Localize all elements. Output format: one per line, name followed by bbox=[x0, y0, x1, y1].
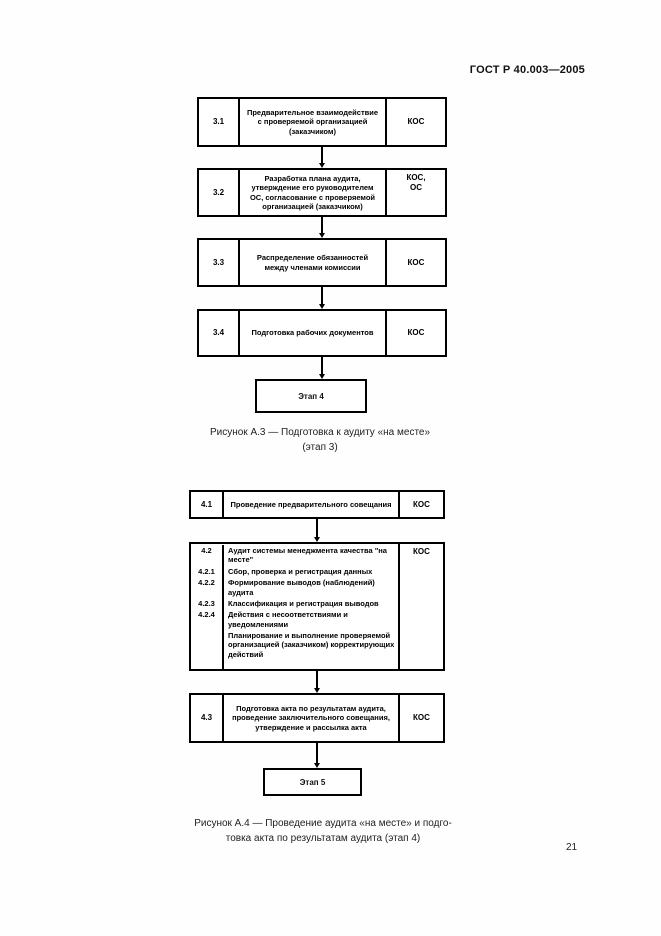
figure-a4-caption-line2: товка акта по результатам аудита (этап 4… bbox=[225, 832, 421, 844]
step-responsible: КОС bbox=[385, 240, 445, 285]
figure-a4-caption: Рисунок А.4 — Проведение аудита «на мест… bbox=[3, 817, 643, 846]
step-item-number: 4.2.4 bbox=[191, 609, 224, 630]
flowchart-a3-row-3-2: 3.2 Разработка плана аудита, утверждение… bbox=[197, 168, 447, 217]
figure-a3-caption-line1: Рисунок А.3 — Подготовка к аудиту «на ме… bbox=[209, 427, 431, 438]
arrow-shaft bbox=[316, 671, 318, 688]
step-item-text: Действия с несоответствиями и уведомлени… bbox=[228, 610, 348, 629]
step-item-text: Классификация и регистрация выводов bbox=[228, 598, 379, 608]
arrow-head bbox=[314, 537, 320, 542]
stage-5-terminal-box: Этап 5 bbox=[263, 768, 362, 796]
stage-4-terminal-box: Этап 4 bbox=[255, 379, 367, 413]
down-arrow-icon bbox=[318, 147, 326, 168]
flowchart-a3-row-3-4: 3.4 Подготовка рабочих документов КОС bbox=[197, 309, 447, 357]
flowchart-a3-row-3-1: 3.1 Предварительное взаимодействие с про… bbox=[197, 97, 447, 147]
step-item-number: 4.2.2 bbox=[191, 577, 224, 598]
step-item-list: 4.2 Аудит системы менеджмента качества "… bbox=[191, 544, 398, 669]
step-item: 4.2 Аудит системы менеджмента качества "… bbox=[191, 545, 398, 566]
figure-a3-caption: Рисунок А.3 — Подготовка к аудиту «на ме… bbox=[0, 426, 640, 455]
step-item: Планирование и выполнение проверяемой ор… bbox=[191, 630, 398, 669]
down-arrow-icon bbox=[313, 743, 321, 768]
down-arrow-icon bbox=[313, 519, 321, 542]
step-description: Подготовка акта по результатам аудита, п… bbox=[232, 703, 390, 732]
arrow-shaft bbox=[321, 147, 323, 163]
step-description: Разработка плана аудита, утверждение его… bbox=[249, 173, 376, 211]
arrow-head bbox=[314, 688, 320, 693]
step-item: 4.2.1 Сбор, проверка и регистрация данны… bbox=[191, 565, 398, 578]
step-responsible: КОС bbox=[398, 544, 443, 669]
flowchart-a4-row-4-1: 4.1 Проведение предварительного совещани… bbox=[189, 490, 445, 519]
step-item-number: 4.2.1 bbox=[191, 565, 224, 578]
step-description: Предварительное взаимодействие с проверя… bbox=[246, 107, 379, 136]
step-number: 3.1 bbox=[199, 99, 240, 145]
step-number: 3.3 bbox=[199, 240, 240, 285]
flowchart-a4-row-4-2: 4.2 Аудит системы менеджмента качества "… bbox=[189, 542, 445, 671]
arrow-shaft bbox=[321, 357, 323, 374]
step-description: Подготовка рабочих документов bbox=[251, 328, 374, 338]
step-responsible: КОС bbox=[385, 311, 445, 355]
arrow-shaft bbox=[316, 519, 318, 537]
step-item-number: 4.2.3 bbox=[191, 597, 224, 610]
arrow-head bbox=[314, 763, 320, 768]
step-responsible: КОС bbox=[385, 99, 445, 145]
down-arrow-icon bbox=[318, 287, 326, 309]
step-item: 4.2.4 Действия с несоответствиями и увед… bbox=[191, 609, 398, 630]
step-responsible: КОС bbox=[398, 695, 443, 741]
page-number: 21 bbox=[566, 842, 578, 853]
down-arrow-icon bbox=[318, 217, 326, 238]
step-number: 3.4 bbox=[199, 311, 240, 355]
down-arrow-icon bbox=[313, 671, 321, 693]
flowchart-a4-row-4-3: 4.3 Подготовка акта по результатам аудит… bbox=[189, 693, 445, 743]
arrow-head bbox=[319, 374, 325, 379]
step-number: 3.2 bbox=[199, 170, 240, 215]
step-item: 4.2.3 Классификация и регистрация выводо… bbox=[191, 597, 398, 610]
figure-a3-caption-line2: (этап 3) bbox=[302, 441, 338, 453]
step-item-text: Формирование выводов (наблюдений) аудита bbox=[228, 578, 375, 597]
arrow-shaft bbox=[321, 217, 323, 233]
step-item-text: Сбор, проверка и регистрация данных bbox=[228, 566, 373, 576]
document-header: ГОСТ Р 40.003—2005 bbox=[469, 64, 585, 76]
step-number: 4.3 bbox=[191, 695, 224, 741]
arrow-head bbox=[319, 233, 325, 238]
step-item-number: 4.2 bbox=[191, 545, 224, 566]
step-responsible: КОС, ОС bbox=[385, 170, 445, 215]
arrow-shaft bbox=[316, 743, 318, 763]
flowchart-a3-row-3-3: 3.3 Распределение обязанностей между чле… bbox=[197, 238, 447, 287]
step-responsible: КОС bbox=[398, 492, 443, 517]
step-number: 4.1 bbox=[191, 492, 224, 517]
step-item-text: Аудит системы менеджмента качества "на м… bbox=[228, 546, 387, 565]
step-item-text: Планирование и выполнение проверяемой ор… bbox=[228, 631, 395, 659]
arrow-head bbox=[319, 163, 325, 168]
step-item-number bbox=[191, 630, 224, 669]
step-description: Проведение предварительного совещания bbox=[230, 499, 392, 509]
arrow-shaft bbox=[321, 287, 323, 304]
down-arrow-icon bbox=[318, 357, 326, 379]
step-description: Распределение обязанностей между членами… bbox=[256, 253, 369, 272]
figure-a4-caption-line1: Рисунок А.4 — Проведение аудита «на мест… bbox=[194, 818, 452, 829]
arrow-head bbox=[319, 304, 325, 309]
step-item: 4.2.2 Формирование выводов (наблюдений) … bbox=[191, 577, 398, 598]
